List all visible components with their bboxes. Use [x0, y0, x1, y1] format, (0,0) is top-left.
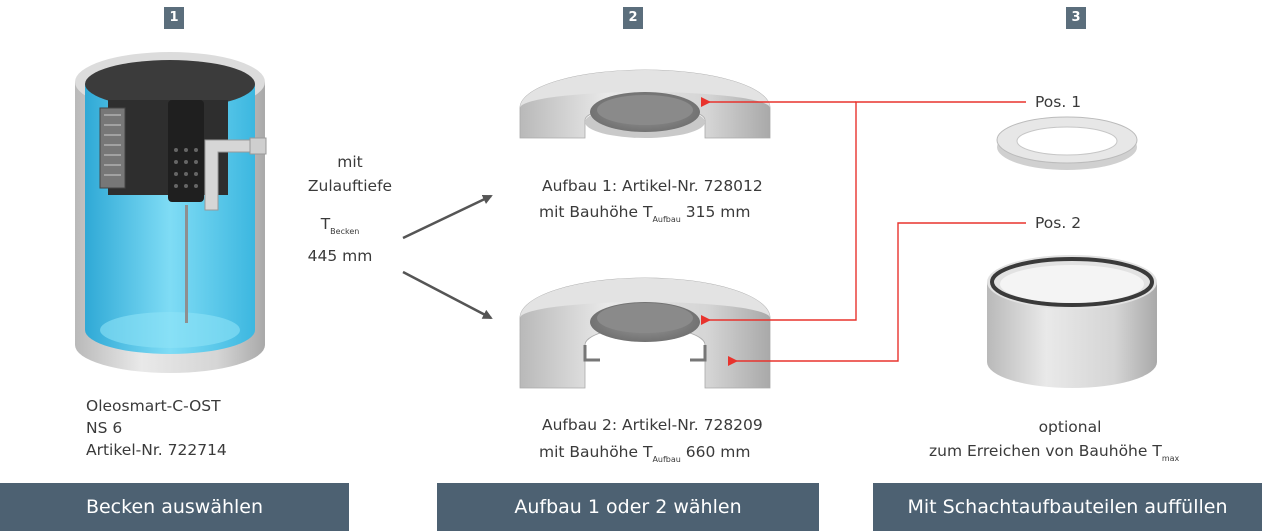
selection-arrows — [402, 194, 493, 320]
step-number-2: 2 — [623, 7, 643, 29]
pos-1-label: Pos. 1 — [1035, 93, 1082, 111]
aufbau-2-height: mit Bauhöhe TAufbau 660 mm — [539, 440, 751, 472]
step-3-button[interactable]: Mit Schachtaufbauteilen auffüllen — [873, 483, 1262, 531]
depth-label-mit: mit — [337, 153, 363, 171]
aufbau-2-height-sub: Aufbau — [652, 455, 681, 464]
depth-t-sub: Becken — [330, 227, 360, 236]
pointer-lines — [701, 97, 1026, 366]
pos-2-label: Pos. 2 — [1035, 214, 1082, 232]
depth-label-zulauftiefe: Zulauftiefe — [307, 177, 393, 195]
aufbau-1-height-pre: mit Bauhöhe T — [539, 203, 653, 221]
aufbau-2-article: Aufbau 2: Artikel-Nr. 728209 — [542, 416, 763, 434]
aufbau-1-height-sub: Aufbau — [652, 215, 681, 224]
aufbau-2-illustration — [519, 277, 771, 389]
aufbau-1-article: Aufbau 1: Artikel-Nr. 728012 — [542, 177, 763, 195]
aufbau-1-height-post: 315 mm — [680, 203, 751, 221]
tank-name: Oleosmart-C-OST — [86, 397, 221, 415]
step-number-1: 1 — [164, 7, 184, 29]
optional-description: zum Erreichen von Bauhöhe Tmax — [929, 439, 1179, 471]
tank-size: NS 6 — [86, 419, 123, 437]
pos-1-ring — [996, 116, 1138, 170]
step-number-3: 3 — [1066, 7, 1086, 29]
optional-description-pre: zum Erreichen von Bauhöhe T — [929, 442, 1162, 460]
step-1-button[interactable]: Becken auswählen — [0, 483, 349, 531]
depth-symbol: TBecken — [300, 212, 380, 244]
optional-label: optional — [1038, 418, 1102, 436]
depth-value: 445 mm — [307, 247, 373, 265]
aufbau-2-height-pre: mit Bauhöhe T — [539, 443, 653, 461]
tank-article: Artikel-Nr. 722714 — [86, 441, 227, 459]
step-2-button[interactable]: Aufbau 1 oder 2 wählen — [437, 483, 819, 531]
aufbau-1-illustration — [519, 69, 771, 139]
optional-description-sub: max — [1161, 454, 1180, 463]
depth-t: T — [320, 215, 331, 233]
aufbau-2-height-post: 660 mm — [680, 443, 751, 461]
tank-illustration — [75, 52, 267, 373]
aufbau-1-height: mit Bauhöhe TAufbau 315 mm — [539, 200, 751, 232]
pos-2-ring — [987, 255, 1157, 388]
